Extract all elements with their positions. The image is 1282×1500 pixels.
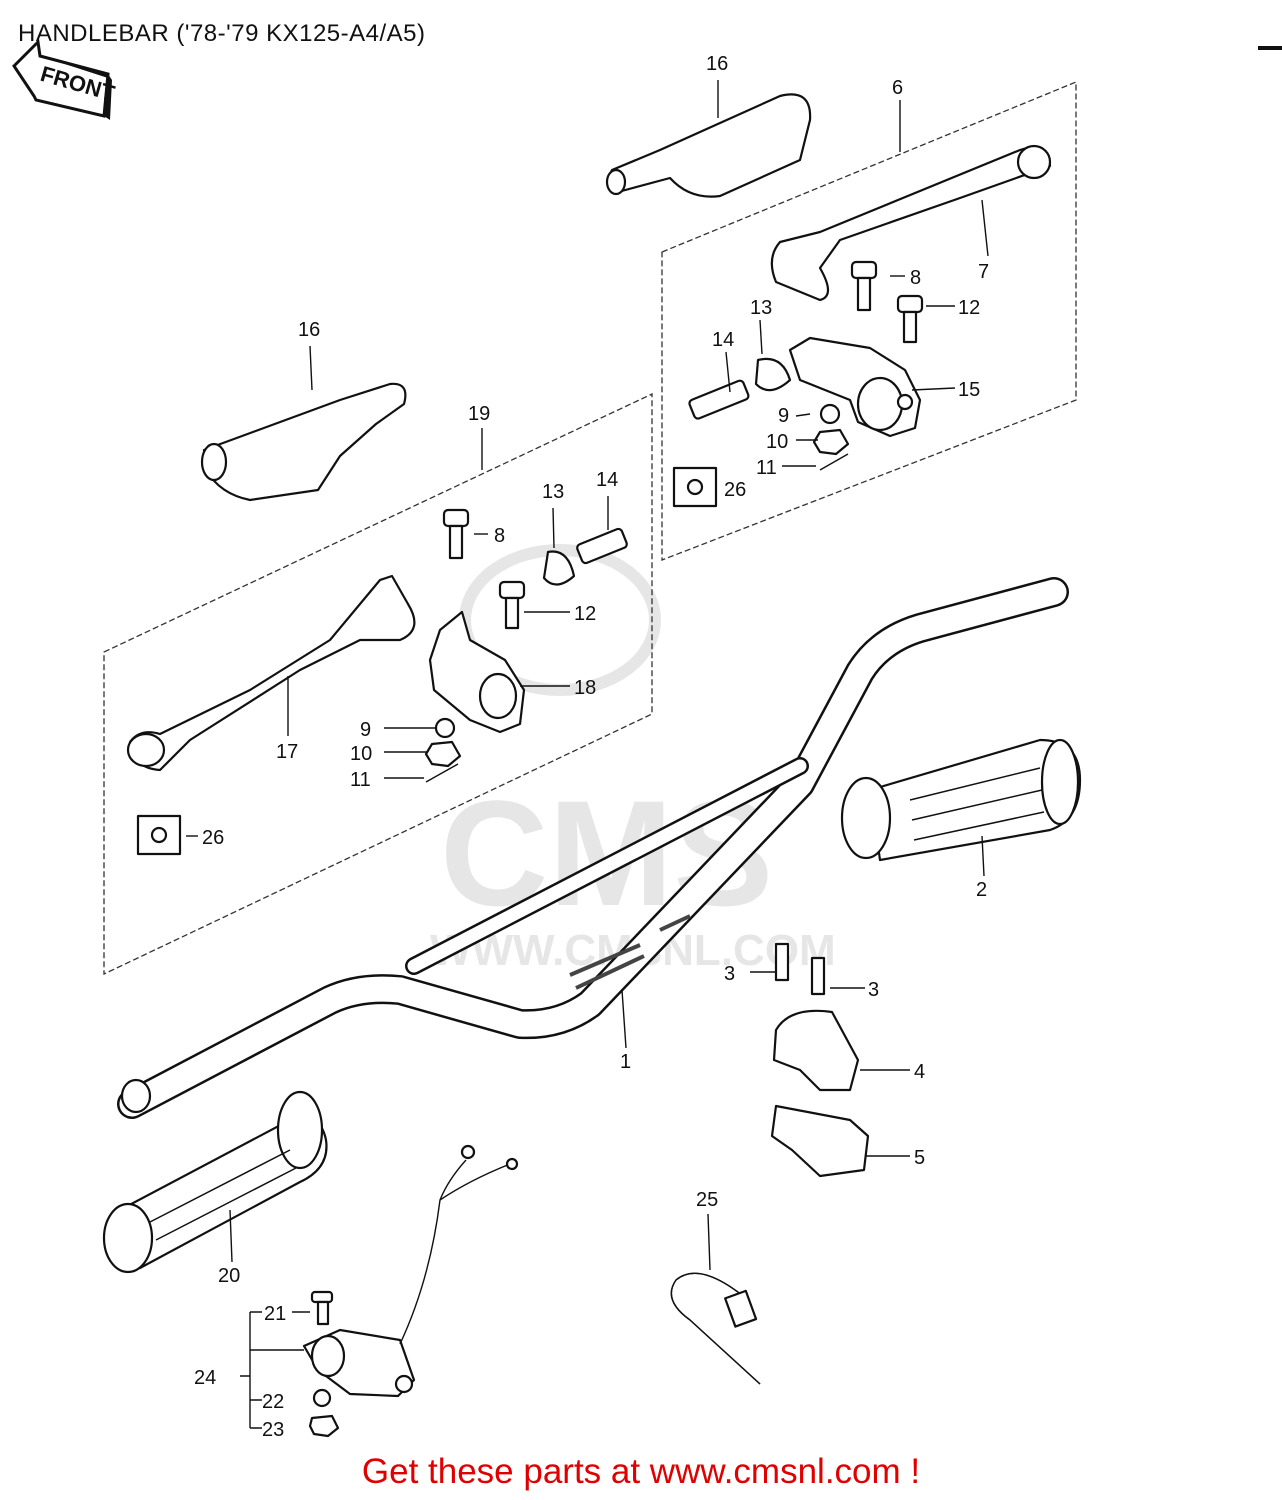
- callout-12-right: 12: [958, 297, 980, 319]
- callout-26-left: 26: [202, 827, 224, 849]
- callout-14-right: 14: [712, 329, 734, 351]
- handlebar: [117, 577, 1069, 1119]
- promo-link[interactable]: Get these parts at www.cmsnl.com !: [361, 1452, 921, 1491]
- callout-labels: 16 6 8 7 13 12 14 15 9 10 11 26 16 19 8 …: [194, 53, 989, 1441]
- callout-3-right: 3: [868, 979, 879, 1001]
- lever-holder-left: [428, 610, 526, 734]
- callout-21: 21: [264, 1303, 286, 1325]
- callout-12-left: 12: [574, 603, 596, 625]
- callout-1: 1: [620, 1051, 631, 1073]
- leader-lines: [186, 80, 989, 1429]
- callout-18: 18: [574, 677, 596, 699]
- callout-7: 7: [978, 261, 989, 283]
- group-box-right-lever: [661, 81, 1077, 561]
- callout-8-left: 8: [494, 525, 505, 547]
- callout-25: 25: [696, 1189, 718, 1211]
- wire-band: [670, 1272, 761, 1385]
- callout-20: 20: [218, 1265, 240, 1287]
- lever-cover-upper: [605, 93, 812, 198]
- callout-3-left: 3: [724, 963, 735, 985]
- callout-15: 15: [958, 379, 980, 401]
- brake-lever-left: [126, 574, 416, 772]
- lever-cover-lower: [200, 382, 407, 502]
- callout-13-right: 13: [750, 297, 772, 319]
- clutch-lever-right: [770, 144, 1052, 302]
- callout-17: 17: [276, 741, 298, 763]
- kill-switch: [302, 1144, 519, 1438]
- callout-16-lower: 16: [298, 319, 320, 341]
- callout-26-right: 26: [724, 479, 746, 501]
- callout-9-left: 9: [360, 719, 371, 741]
- callout-14-left: 14: [596, 469, 618, 491]
- callout-8-right: 8: [910, 267, 921, 289]
- lever-holder-right: [788, 336, 922, 438]
- callout-24: 24: [194, 1367, 216, 1389]
- watermark: CMS WWW.CMSNL.COM: [430, 544, 836, 975]
- hardware-right: [672, 260, 924, 508]
- page-title: HANDLEBAR ('78-'79 KX125-A4/A5): [18, 20, 426, 47]
- handlebar-clamps: [770, 942, 870, 1178]
- callout-4: 4: [914, 1061, 925, 1083]
- front-arrow-icon: FRONT: [12, 38, 118, 120]
- callout-11-right: 11: [756, 457, 777, 479]
- page-edge-mark: [1258, 46, 1282, 50]
- callout-5: 5: [914, 1147, 925, 1169]
- left-grip: [102, 1090, 328, 1274]
- callout-19: 19: [468, 403, 490, 425]
- callout-16-upper: 16: [706, 53, 728, 75]
- callout-9-right: 9: [778, 405, 789, 427]
- group-box-left-lever: [103, 392, 653, 976]
- callout-23: 23: [262, 1419, 284, 1441]
- callout-22: 22: [262, 1391, 284, 1413]
- callout-6: 6: [892, 77, 903, 99]
- callout-10-right: 10: [766, 431, 788, 453]
- callout-10-left: 10: [350, 743, 372, 765]
- callout-2: 2: [976, 879, 987, 901]
- throttle-grip: [840, 738, 1082, 862]
- hardware-left: [136, 508, 628, 856]
- callout-11-left: 11: [350, 769, 371, 791]
- callout-13-left: 13: [542, 481, 564, 503]
